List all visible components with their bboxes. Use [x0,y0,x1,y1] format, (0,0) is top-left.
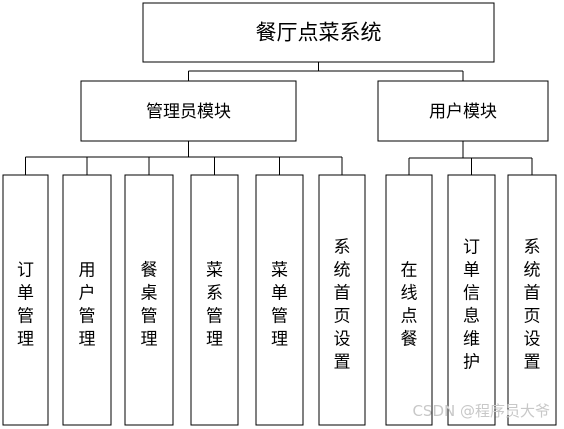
root-box [142,2,495,63]
leaf-label: 订单信息维护 [463,238,480,373]
leaf-box [318,174,366,426]
module-label-2: 用户模块 [429,102,497,122]
leaf-node: 餐桌管理 [124,174,174,426]
module-node-1: 管理员模块 [80,80,297,142]
leaf-box [2,174,49,426]
leaf-box [447,174,496,426]
module-node-2: 用户模块 [377,80,549,142]
leaf-node: 菜单管理 [255,174,304,426]
leaf-box [255,174,304,426]
module-label-1: 管理员模块 [146,102,231,122]
watermark-text: CSDN @程序员大爷 [412,402,550,420]
connector-lines [25,62,533,175]
leaf-node: 在线点餐 [385,174,433,426]
leaf-label: 餐桌管理 [141,261,158,350]
module-box-1 [80,80,297,142]
leaf-box [62,174,112,426]
root-label: 餐厅点菜系统 [256,21,382,45]
leaf-node: 菜系管理 [190,174,239,426]
leaf-label: 用户管理 [79,261,96,350]
leaf-label: 菜系管理 [206,261,223,350]
leaf-node: 系统首页设置 [318,174,366,426]
module-box-2 [377,80,549,142]
leaf-box [124,174,174,426]
leaf-label: 在线点餐 [401,261,418,350]
leaf-box [385,174,433,426]
leaf-node: 系统首页设置 [507,174,557,426]
leaf-node: 用户管理 [62,174,112,426]
leaf-node: 订单信息维护 [447,174,496,426]
leaf-box [190,174,239,426]
root-node: 餐厅点菜系统 [142,2,495,63]
leaf-label: 系统首页设置 [524,238,541,373]
leaf-label: 菜单管理 [271,261,288,350]
leaf-label: 订单管理 [17,261,34,350]
leaf-label: 系统首页设置 [334,238,351,373]
leaf-node: 订单管理 [2,174,49,426]
leaf-box [507,174,557,426]
